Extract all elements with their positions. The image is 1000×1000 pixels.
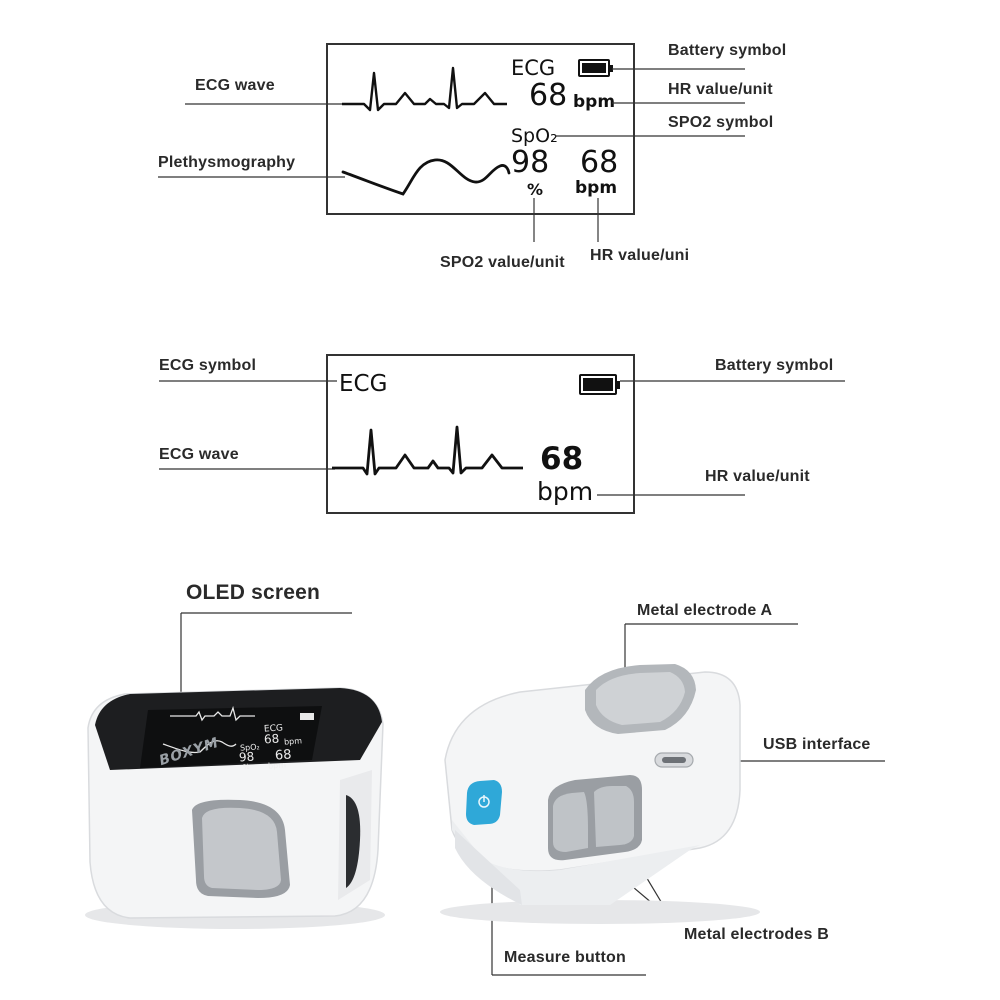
- label-hr-value-uni: HR value/uni: [590, 247, 690, 264]
- panel1-hr-value: 68: [529, 78, 568, 113]
- label-plethysmography: Plethysmography: [158, 154, 296, 171]
- label-ecg-wave-2: ECG wave: [159, 446, 239, 463]
- label-metal-electrodes-b: Metal electrodes B: [684, 926, 829, 943]
- panel1-leader-lines: [158, 68, 745, 242]
- label-oled-screen: OLED screen: [186, 581, 321, 604]
- panel1-hr2-unit: bpm: [575, 178, 618, 198]
- device-front: [85, 687, 385, 929]
- label-measure-button: Measure button: [504, 949, 626, 966]
- panel2-leader-lines: [159, 380, 845, 496]
- panel1-hr-unit: bpm: [573, 92, 616, 112]
- panel1-spo2-unit: %: [527, 180, 544, 199]
- panel1-spo2-symbol: SpO₂: [511, 125, 558, 147]
- label-metal-electrode-a: Metal electrode A: [637, 602, 773, 619]
- label-battery-symbol-2: Battery symbol: [715, 357, 834, 374]
- panel1-ecg-wave: [342, 66, 507, 112]
- panel1-pleth-wave: [341, 158, 511, 196]
- oled-bpm: bpm: [283, 736, 303, 747]
- panel2-ecg-text: ECG: [339, 371, 388, 397]
- label-usb-interface: USB interface: [763, 736, 871, 753]
- panel1-ecg-text: ECG: [511, 56, 556, 80]
- label-battery-symbol-1: Battery symbol: [668, 42, 787, 59]
- label-ecg-symbol: ECG symbol: [159, 357, 257, 374]
- panel2-battery-icon: [579, 374, 620, 395]
- label-hr-value-unit-2: HR value/unit: [705, 468, 810, 485]
- oled-bpm2: bpm: [267, 760, 287, 771]
- panel2-ecg-wave: [332, 425, 523, 476]
- panel1-battery-icon: [578, 59, 613, 77]
- panel2-hr-unit: bpm: [537, 477, 594, 506]
- label-ecg-wave-1: ECG wave: [195, 77, 275, 94]
- oled-hr-value: 68: [263, 731, 280, 747]
- panel1-spo2-value: 98: [511, 145, 550, 180]
- label-spo2-symbol: SPO2 symbol: [668, 114, 774, 131]
- oled-percent: %: [242, 762, 250, 772]
- label-hr-value-unit-1: HR value/unit: [668, 81, 773, 98]
- panel1-hr2-value: 68: [580, 145, 619, 180]
- device-back: [440, 664, 760, 924]
- panel2-hr-value: 68: [540, 441, 584, 477]
- label-spo2-value-unit: SPO2 value/unit: [440, 254, 565, 271]
